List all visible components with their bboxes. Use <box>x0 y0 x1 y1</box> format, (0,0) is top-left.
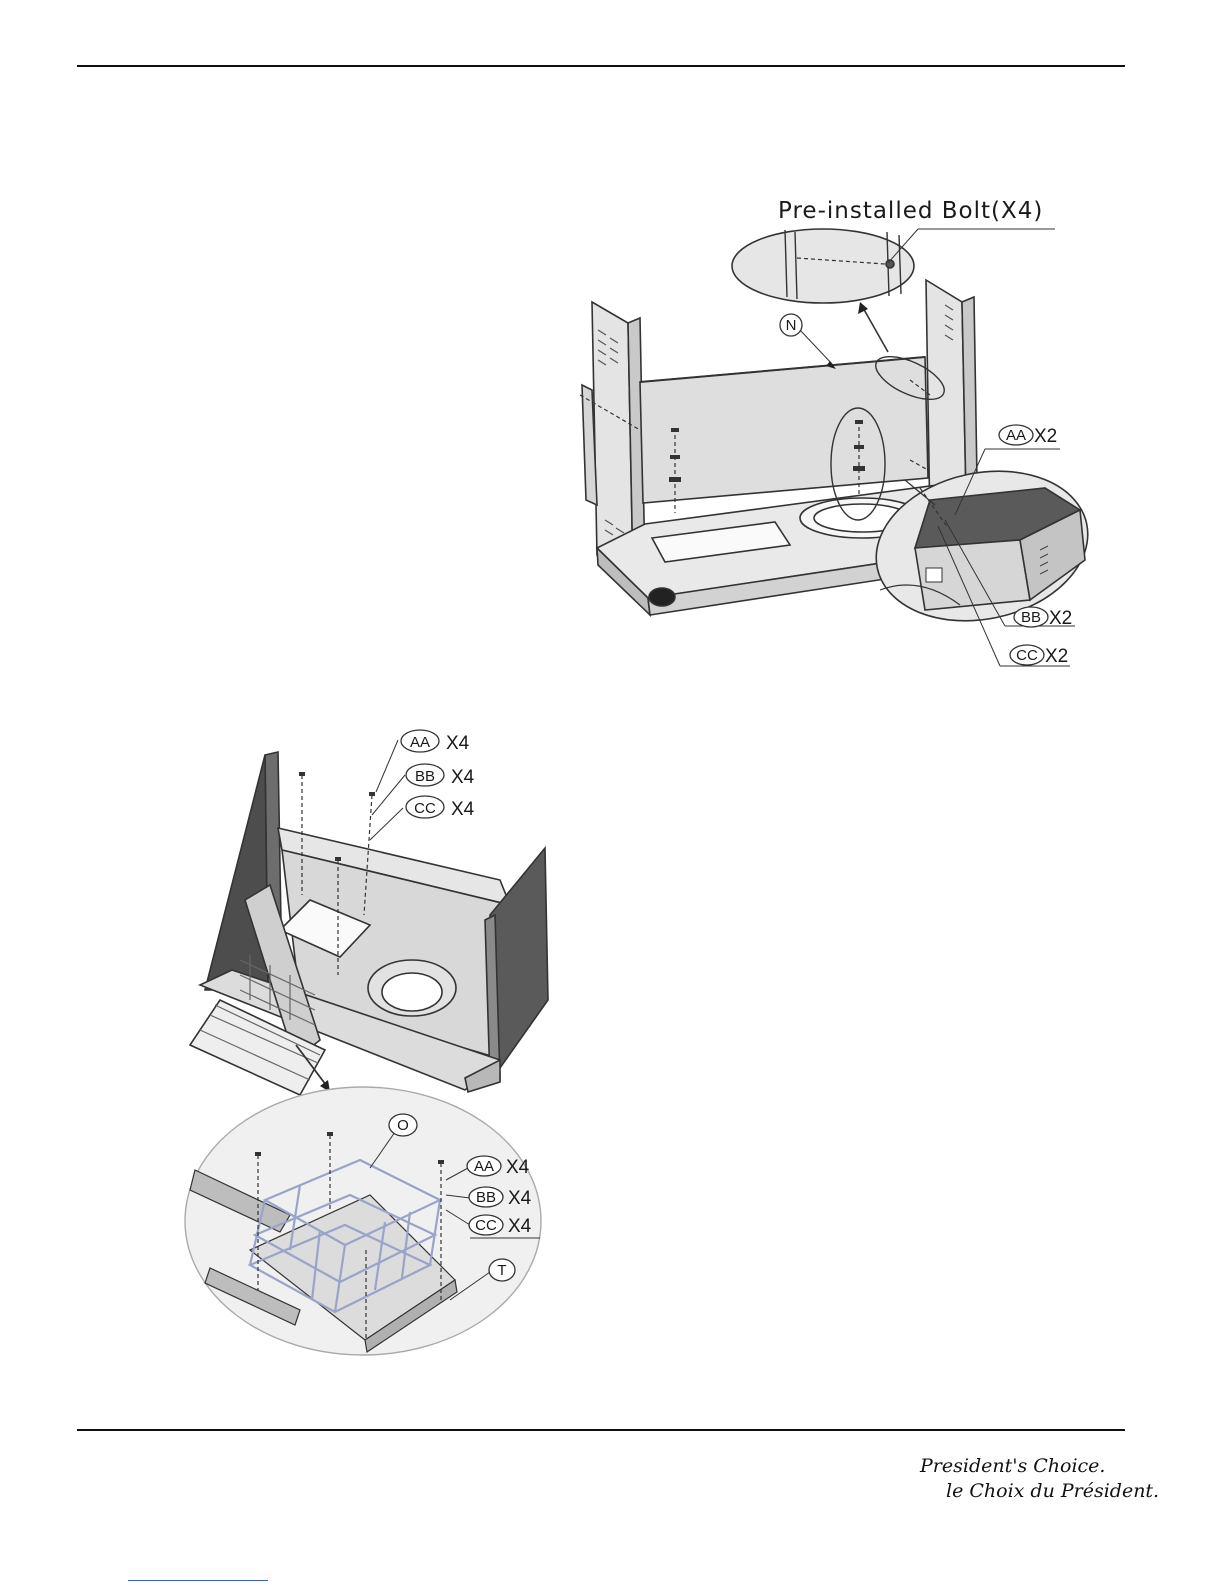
part-o-callout: O <box>389 1114 417 1136</box>
hardware-qty: X2 <box>1049 608 1072 629</box>
footer-rule <box>77 1429 1125 1431</box>
part-n-label: N <box>786 317 797 334</box>
hardware-aa-x2-callout: AA X2 <box>999 425 1057 447</box>
part-n-callout: N <box>780 314 802 336</box>
hardware-qty: X4 <box>446 733 470 754</box>
hardware-code: BB <box>1021 609 1041 626</box>
hardware-code: AA <box>1006 427 1026 444</box>
link-underline <box>128 1580 268 1581</box>
hardware-qty: X4 <box>506 1157 530 1178</box>
brand-line-2: le Choix du Président. <box>946 1480 1159 1502</box>
hardware-code: BB <box>415 768 435 785</box>
cart-frame-diagram <box>580 229 1102 666</box>
hardware-qty: X4 <box>451 767 475 788</box>
brand-logo: President's Choice. le Choix du Présiden… <box>919 1455 1159 1502</box>
hardware-qty: X2 <box>1045 646 1068 667</box>
hardware-aa-x4-callout: AA X4 <box>401 730 470 754</box>
part-t-label: T <box>497 1262 506 1279</box>
part-t-callout: T <box>489 1259 515 1281</box>
brand-line-1: President's Choice. <box>919 1455 1105 1477</box>
hardware-qty: X2 <box>1034 426 1057 447</box>
hardware-code: BB <box>476 1189 496 1206</box>
hardware-cc-x2-callout: CC X2 <box>1010 645 1068 667</box>
hardware-code: CC <box>1016 647 1038 664</box>
hardware-qty: X4 <box>508 1188 532 1209</box>
hardware-code: CC <box>475 1217 497 1234</box>
hardware-qty: X4 <box>508 1216 532 1237</box>
hardware-bb-x4-callout: BB X4 <box>406 764 475 788</box>
hardware-qty: X4 <box>451 799 475 820</box>
hardware-code: AA <box>474 1158 494 1175</box>
preinstalled-bolt-label: Pre-installed Bolt(X4) <box>778 198 1043 224</box>
part-o-label: O <box>397 1117 409 1134</box>
hardware-code: CC <box>414 800 436 817</box>
hardware-cc-x4-callout: CC X4 <box>406 796 475 820</box>
hardware-code: AA <box>410 734 430 751</box>
